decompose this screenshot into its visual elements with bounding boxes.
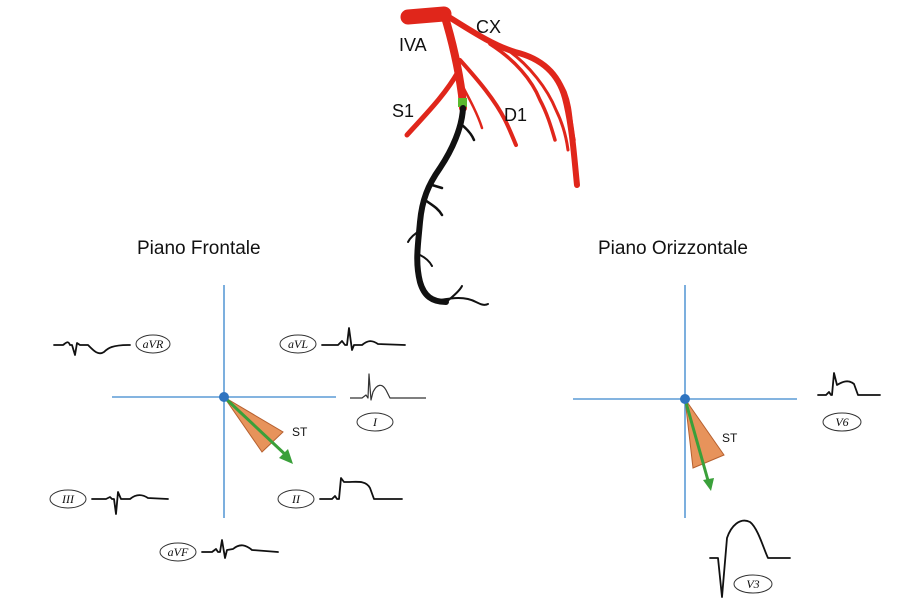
distal-branch [430, 183, 444, 190]
diagonal-branch-d1 [458, 58, 518, 147]
lead-oval-ii [277, 489, 315, 509]
lead-oval-avr [135, 334, 171, 354]
lead-label-avl: aVL [288, 337, 308, 351]
obtuse-marginal-branch [488, 42, 557, 142]
lead-label-avr: aVR [143, 337, 164, 351]
lead-oval-avl [279, 334, 317, 354]
lead-label-avf: aVF [168, 545, 189, 559]
circumflex-branch [513, 50, 576, 142]
st-vector-arrow-shaft [683, 398, 711, 485]
frontal-st-label: ST [292, 425, 308, 439]
frontal-plane-panel: Piano Frontale ST aVR aVL I III II aVF [49, 238, 426, 562]
ecg-trace-i [350, 373, 426, 401]
left-main-artery [400, 6, 452, 25]
label-d1: D1 [504, 105, 527, 125]
distal-branch [460, 123, 476, 142]
lead-oval-v6 [822, 412, 862, 432]
diagonal-branch-small [460, 83, 484, 130]
st-vector-cone [684, 398, 725, 469]
st-vector-arrowhead [279, 449, 293, 464]
distal-branch [407, 229, 422, 243]
coronary-tree [400, 6, 580, 306]
frontal-plane-title: Piano Frontale [137, 238, 261, 259]
distal-branch [419, 254, 433, 267]
obtuse-marginal-branch-2 [503, 46, 570, 152]
st-vector-arrow-shaft [222, 395, 291, 460]
lad-occluded-distal [414, 105, 466, 305]
distal-branch [445, 285, 463, 303]
label-s1: S1 [392, 101, 414, 121]
ecg-trace-avr [53, 341, 131, 356]
ecg-trace-v3 [709, 519, 791, 598]
ecg-trace-avl [321, 327, 406, 351]
ecg-trace-ii [319, 477, 403, 500]
septal-branch-s1 [404, 69, 461, 138]
lad-proximal [440, 10, 467, 112]
lead-label-v6: V6 [835, 415, 848, 429]
ecg-trace-v6 [817, 372, 881, 396]
label-cx: CX [476, 17, 501, 37]
ecg-trace-avf [201, 539, 279, 559]
horizontal-st-label: ST [722, 431, 738, 445]
horizontal-origin-dot [680, 394, 690, 404]
lead-oval-iii [49, 489, 87, 509]
lead-label-iii: III [61, 492, 75, 506]
horizontal-plane-title: Piano Orizzontale [598, 238, 748, 259]
lead-oval-avf [159, 542, 197, 562]
ecg-trace-iii [91, 491, 169, 515]
lead-label-i: I [372, 415, 378, 429]
horizontal-plane-panel: Piano Orizzontale ST V6 V3 [573, 238, 881, 598]
distal-branch [423, 198, 444, 217]
label-iva: IVA [399, 35, 427, 55]
lead-label-ii: II [291, 492, 301, 506]
lead-label-v3: V3 [746, 577, 759, 591]
lead-oval-v3 [733, 574, 773, 594]
st-vector-arrowhead [703, 478, 714, 491]
lead-oval-i [356, 412, 394, 432]
occlusion-marker [458, 98, 467, 107]
frontal-origin-dot [219, 392, 229, 402]
